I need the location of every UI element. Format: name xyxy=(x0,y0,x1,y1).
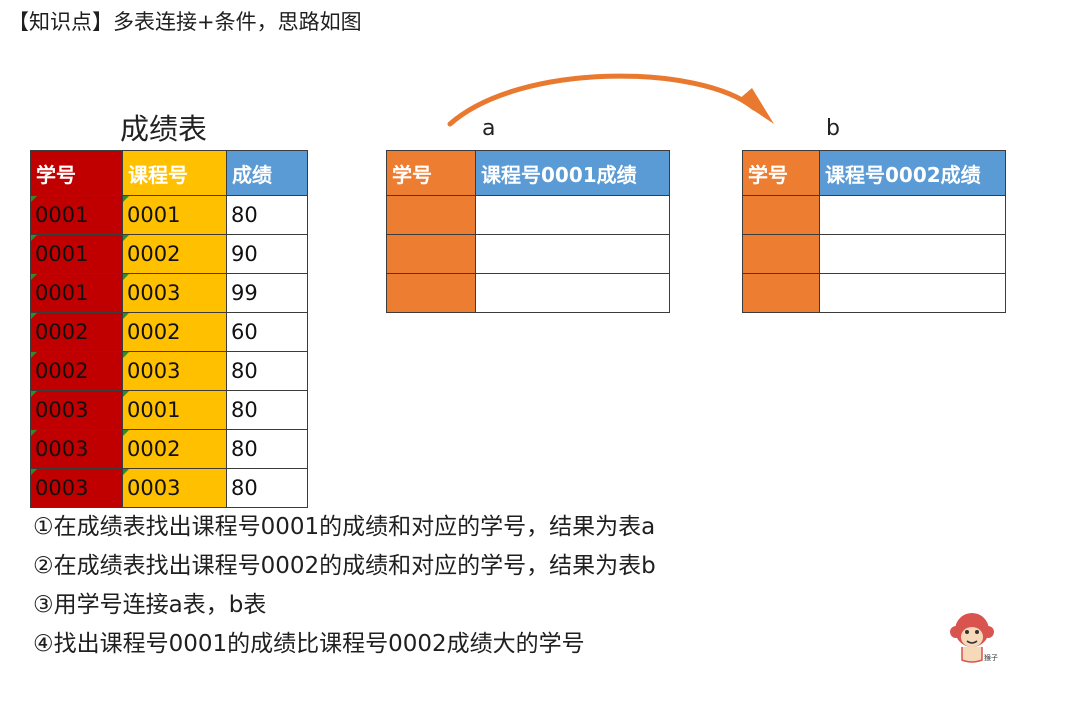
table-row xyxy=(386,234,670,274)
header-course-id: 课程号 xyxy=(122,150,227,196)
cell-score: 80 xyxy=(226,429,308,469)
empty-cell xyxy=(386,234,476,274)
arrow-icon xyxy=(447,73,774,127)
svg-text:猴子: 猴子 xyxy=(984,653,998,662)
cell-course-id: 0001 xyxy=(122,195,227,235)
table-a-header-score-0001: 课程号0001成绩 xyxy=(475,150,670,196)
table-row xyxy=(386,195,670,235)
table-a-label: a xyxy=(482,116,496,141)
table-row: 0003 0001 80 xyxy=(30,390,308,430)
cell-student-id: 0003 xyxy=(30,468,123,508)
cell-score: 90 xyxy=(226,234,308,274)
table-b-header-row: 学号 课程号0002成绩 xyxy=(742,150,1006,196)
cell-score: 80 xyxy=(226,390,308,430)
table-row xyxy=(742,273,1006,313)
table-row xyxy=(742,195,1006,235)
table-row xyxy=(742,234,1006,274)
cell-student-id: 0001 xyxy=(30,273,123,313)
cell-course-id: 0002 xyxy=(122,234,227,274)
table-b-header-score-0002: 课程号0002成绩 xyxy=(819,150,1006,196)
cell-course-id: 0002 xyxy=(122,312,227,352)
cell-score: 60 xyxy=(226,312,308,352)
table-row: 0002 0003 80 xyxy=(30,351,308,391)
table-row: 0001 0003 99 xyxy=(30,273,308,313)
empty-cell xyxy=(742,195,820,235)
cell-course-id: 0003 xyxy=(122,468,227,508)
cell-score: 99 xyxy=(226,273,308,313)
cell-course-id: 0001 xyxy=(122,390,227,430)
header-student-id: 学号 xyxy=(30,150,123,196)
empty-cell xyxy=(742,273,820,313)
steps-list: ①在成绩表找出课程号0001的成绩和对应的学号，结果为表a ②在成绩表找出课程号… xyxy=(33,508,656,664)
score-table-header-row: 学号 课程号 成绩 xyxy=(30,150,308,196)
cell-course-id: 0003 xyxy=(122,351,227,391)
cell-score: 80 xyxy=(226,195,308,235)
result-table-a: 学号 课程号0001成绩 xyxy=(386,150,670,313)
table-a-header-student-id: 学号 xyxy=(386,150,476,196)
cell-score: 80 xyxy=(226,468,308,508)
table-row: 0003 0003 80 xyxy=(30,468,308,508)
empty-cell xyxy=(386,273,476,313)
cell-student-id: 0002 xyxy=(30,351,123,391)
cell-student-id: 0002 xyxy=(30,312,123,352)
result-table-b: 学号 课程号0002成绩 xyxy=(742,150,1006,313)
step-4: ④找出课程号0001的成绩比课程号0002成绩大的学号 xyxy=(33,631,585,657)
table-b-header-student-id: 学号 xyxy=(742,150,820,196)
empty-cell xyxy=(742,234,820,274)
empty-cell xyxy=(819,195,1006,235)
empty-cell xyxy=(386,195,476,235)
cell-student-id: 0003 xyxy=(30,390,123,430)
score-table-caption: 成绩表 xyxy=(120,112,208,146)
table-row: 0003 0002 80 xyxy=(30,429,308,469)
empty-cell xyxy=(475,234,670,274)
table-b-label: b xyxy=(826,116,840,141)
cell-course-id: 0003 xyxy=(122,273,227,313)
empty-cell xyxy=(475,195,670,235)
table-row: 0001 0002 90 xyxy=(30,234,308,274)
cell-student-id: 0003 xyxy=(30,429,123,469)
cell-student-id: 0001 xyxy=(30,195,123,235)
table-row: 0001 0001 80 xyxy=(30,195,308,235)
page-heading: 【知识点】多表连接+条件，思路如图 xyxy=(8,10,362,34)
empty-cell xyxy=(819,234,1006,274)
empty-cell xyxy=(475,273,670,313)
table-row xyxy=(386,273,670,313)
score-table: 学号 课程号 成绩 0001 0001 80 0001 0002 90 0001… xyxy=(30,150,308,508)
cell-score: 80 xyxy=(226,351,308,391)
empty-cell xyxy=(819,273,1006,313)
table-row: 0002 0002 60 xyxy=(30,312,308,352)
cell-course-id: 0002 xyxy=(122,429,227,469)
monkey-mascot-icon: 猴子 xyxy=(950,613,998,663)
cell-student-id: 0001 xyxy=(30,234,123,274)
step-1: ①在成绩表找出课程号0001的成绩和对应的学号，结果为表a xyxy=(33,514,656,540)
step-2: ②在成绩表找出课程号0002的成绩和对应的学号，结果为表b xyxy=(33,553,656,579)
header-score: 成绩 xyxy=(226,150,308,196)
table-a-header-row: 学号 课程号0001成绩 xyxy=(386,150,670,196)
step-3: ③用学号连接a表，b表 xyxy=(33,592,267,618)
